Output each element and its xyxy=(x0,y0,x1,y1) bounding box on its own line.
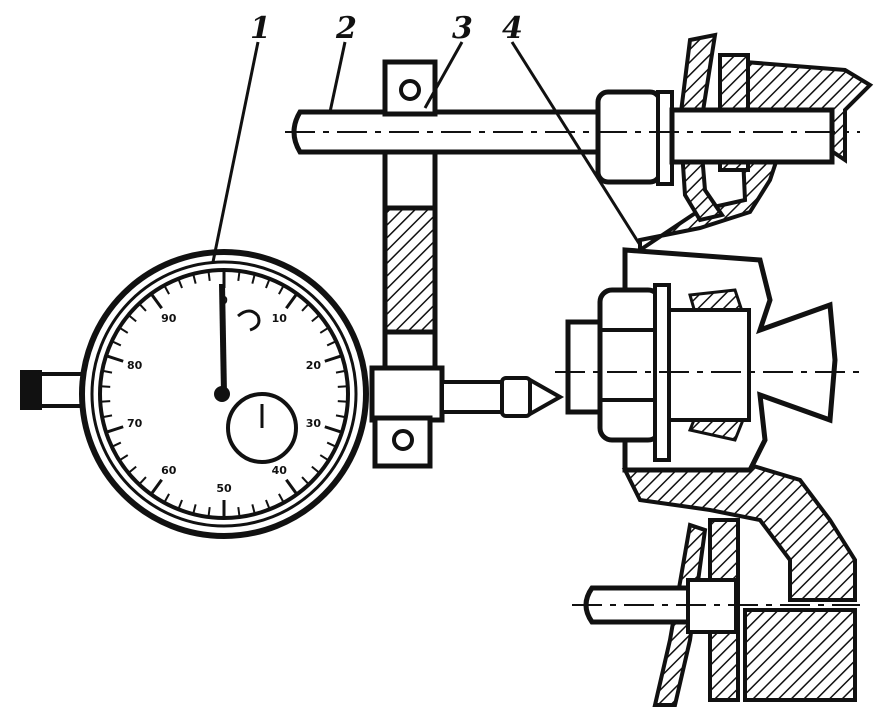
dial-minor-tick xyxy=(335,369,346,374)
dial-minor-tick xyxy=(118,326,129,334)
dial-scale-numbers: 0102030405060708090 xyxy=(127,294,321,495)
dial-major-tick xyxy=(149,478,163,496)
dial-minor-tick xyxy=(265,278,271,289)
dial-minor-tick xyxy=(192,504,197,515)
dial-minor-tick xyxy=(138,476,147,486)
dial-minor-tick xyxy=(319,326,330,334)
dial-minor-tick xyxy=(102,369,113,374)
callout-labels: 1 2 3 4 xyxy=(250,11,523,46)
lower-housing xyxy=(621,462,857,602)
dial-minor-tick xyxy=(118,454,129,462)
dial-minor-tick xyxy=(177,499,183,510)
dial-minor-tick xyxy=(237,506,241,518)
callout-1: 1 xyxy=(250,11,271,46)
dial-scale-number: 70 xyxy=(127,417,143,430)
leader-lines xyxy=(211,41,642,263)
dial-major-tick xyxy=(105,425,124,434)
dial-needle xyxy=(219,283,227,395)
stem-rod xyxy=(440,380,506,414)
dial-major-tick xyxy=(285,292,299,310)
dial-bezel-ring xyxy=(90,260,358,528)
stem-tip xyxy=(528,376,565,418)
dial-minor-tick xyxy=(127,465,137,474)
dial-minor-tick xyxy=(100,400,111,403)
dial-scale-number: 30 xyxy=(306,417,322,430)
callout-3: 3 xyxy=(452,11,473,46)
dial-minor-tick xyxy=(265,499,271,510)
dial-minor-tick xyxy=(138,302,147,312)
dial-minor-tick xyxy=(100,385,111,388)
indicator-stem xyxy=(440,376,565,418)
dial-minor-tick xyxy=(102,414,113,419)
stud-nut xyxy=(595,89,663,185)
dial-minor-tick xyxy=(311,314,321,323)
dial-minor-tick xyxy=(335,414,346,419)
dial-minor-tick xyxy=(278,284,285,295)
dial-minor-tick xyxy=(251,504,256,515)
stud-thread xyxy=(669,107,835,165)
dial-scale-number: 90 xyxy=(161,312,177,325)
dial-knurled-cap xyxy=(20,370,42,410)
bracket-column-hatched xyxy=(382,205,438,336)
dial-minor-tick xyxy=(163,284,170,295)
dial-minor-tick xyxy=(127,314,137,323)
dial-minor-tick xyxy=(251,273,256,284)
bracket-clamp xyxy=(369,365,445,423)
callout-2: 2 xyxy=(335,11,357,46)
dial-minor-tick xyxy=(163,493,170,504)
lower-disc xyxy=(743,608,857,702)
dial-needle-hub xyxy=(214,386,230,402)
dial-indicator: 0102030405060708090 xyxy=(20,249,369,539)
dial-minor-tick xyxy=(301,302,310,312)
dial-scale-number: 50 xyxy=(216,482,232,495)
dial-major-tick xyxy=(324,354,343,363)
dial-minor-tick xyxy=(111,441,122,448)
dial-major-tick xyxy=(285,478,299,496)
dial-scale-number: 40 xyxy=(272,464,288,477)
stem-collar xyxy=(500,376,532,418)
bracket-column-upper xyxy=(382,149,438,213)
dial-minor-tick xyxy=(207,270,211,282)
dial-minor-tick xyxy=(326,441,337,448)
dial-scale-number: 10 xyxy=(272,312,288,325)
leader-2 xyxy=(328,41,347,113)
dial-major-tick xyxy=(324,425,343,434)
leader-1 xyxy=(211,41,260,263)
dial-major-tick xyxy=(105,354,124,363)
dial-major-tick xyxy=(149,292,163,310)
dial-minor-tick xyxy=(311,465,321,474)
lower-stud xyxy=(572,578,860,634)
dial-curl-mark xyxy=(237,309,261,332)
dial-minor-tick xyxy=(337,385,348,388)
bracket-bottom-hole xyxy=(392,429,414,451)
dial-minor-tick xyxy=(207,506,211,518)
dial-minor-tick xyxy=(278,493,285,504)
dial-minor-tick xyxy=(177,278,183,289)
dial-scale-number: 60 xyxy=(161,464,177,477)
stud xyxy=(285,89,860,186)
spindle-shaft xyxy=(667,308,751,422)
dial-scale-number: 20 xyxy=(306,359,322,372)
dial-minor-tick xyxy=(301,476,310,486)
dial-minor-tick xyxy=(326,340,337,347)
spindle-end xyxy=(565,319,603,415)
bracket-top-hole xyxy=(399,79,421,101)
bracket xyxy=(369,59,445,469)
leader-3 xyxy=(423,41,464,109)
dial-minor-tick xyxy=(237,270,241,282)
dial-minor-tick xyxy=(192,273,197,284)
dial-scale-number: 80 xyxy=(127,359,143,372)
callout-4: 4 xyxy=(502,11,523,46)
leader-4 xyxy=(510,41,642,246)
dial-minor-tick xyxy=(111,340,122,347)
spindle-nut xyxy=(597,287,663,443)
dial-tick-marks xyxy=(100,270,348,518)
bracket-column-lower xyxy=(382,329,438,373)
dial-minor-tick xyxy=(337,400,348,403)
dial-minor-tick xyxy=(319,454,330,462)
